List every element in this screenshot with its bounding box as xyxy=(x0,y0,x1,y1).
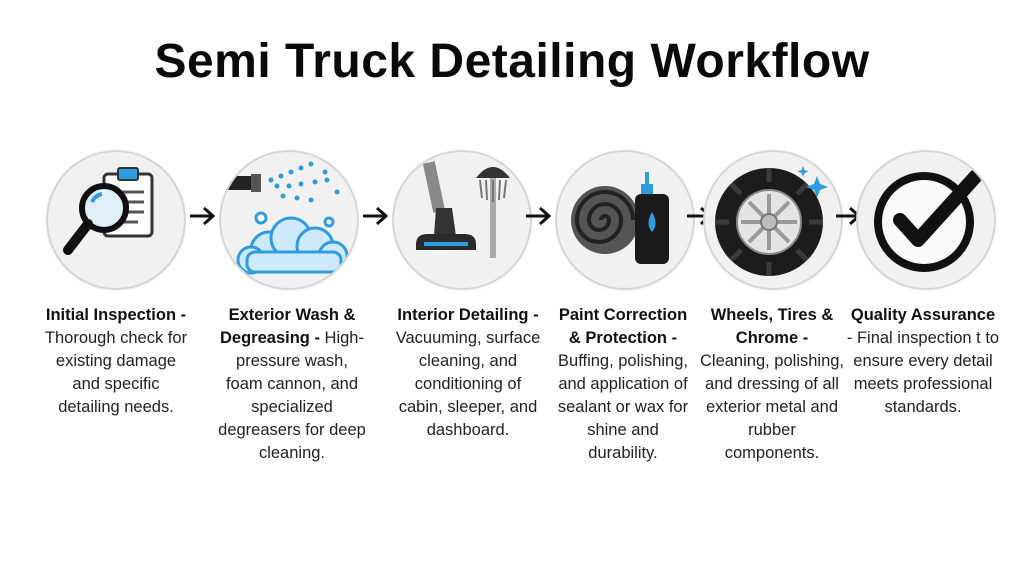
step-description-interior: Interior Detailing - Vacuuming, surface … xyxy=(394,304,542,442)
magnifier-clipboard-icon xyxy=(63,167,154,255)
checkmark-icon xyxy=(874,169,983,272)
arrow-right-icon xyxy=(190,206,216,226)
wash-circle xyxy=(221,152,357,288)
step-text: Cleaning, polishing, and dressing of all… xyxy=(700,352,845,462)
inspection-circle xyxy=(48,152,184,288)
arrow-right-icon xyxy=(526,206,552,226)
step-text: High-pressure wash, foam cannon, and spe… xyxy=(218,329,366,462)
vacuum-brush-icon xyxy=(416,161,510,258)
arrow-right-icon xyxy=(363,206,389,226)
step-description-wash: Exterior Wash & Degreasing - High-pressu… xyxy=(218,304,366,465)
step-text: Vacuuming, surface cleaning, and conditi… xyxy=(395,329,541,439)
pressure-washer-foam-icon xyxy=(221,161,349,275)
step-description-wheels: Wheels, Tires & Chrome - Cleaning, polis… xyxy=(700,304,844,465)
step-name: Interior Detailing - xyxy=(397,306,539,324)
step-name: Initial Inspection - xyxy=(45,306,187,324)
step-description-paint: Paint Correction & Protection - Buffing,… xyxy=(553,304,693,465)
step-text: Thorough check for existing damage and s… xyxy=(44,329,188,416)
quality-circle xyxy=(858,152,994,288)
step-name: Paint Correction & Protection - xyxy=(558,306,688,347)
step-name: Exterior Wash & Degreasing - xyxy=(220,306,356,347)
step-description-inspection: Initial Inspection - Thorough check for … xyxy=(42,304,190,419)
step-text: - Final inspection t to ensure every det… xyxy=(846,329,1000,416)
tire-sparkle-icon xyxy=(715,166,828,276)
buffer-pad-bottle-icon xyxy=(571,172,669,264)
step-name: Wheels, Tires & Chrome - xyxy=(710,306,834,347)
interior-circle xyxy=(394,152,530,288)
step-text: Buffing, polishing, and application of s… xyxy=(557,352,689,462)
step-description-quality: Quality Assurance - Final inspection t t… xyxy=(846,304,1000,419)
wheels-circle xyxy=(705,152,841,288)
paint-circle xyxy=(557,152,693,288)
step-name: Quality Assurance xyxy=(850,306,996,324)
page-title: Semi Truck Detailing Workflow xyxy=(154,35,870,88)
